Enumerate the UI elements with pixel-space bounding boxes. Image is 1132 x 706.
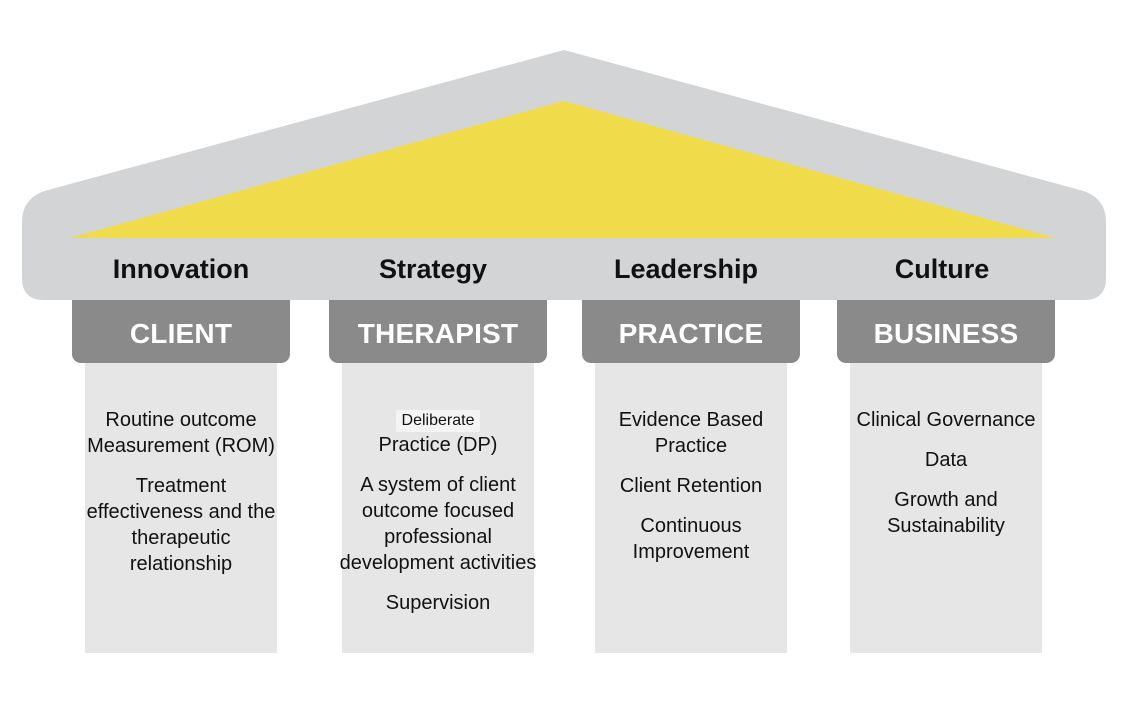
pillar-client-item: Routine outcome Measurement (ROM) — [87, 409, 275, 457]
pillar-business-item: Clinical Governance — [856, 409, 1036, 431]
beam-label-strategy: Strategy — [378, 254, 488, 284]
pillar-practice-content: Evidence Based Practice Client Retention… — [591, 407, 791, 579]
pillar-therapist-header: THERAPIST — [329, 300, 547, 363]
pillar-therapist-item: A system of client outcome focused profe… — [339, 474, 537, 574]
pillar-business-header: BUSINESS — [837, 300, 1055, 363]
pillar-client-content: Routine outcome Measurement (ROM) Treatm… — [81, 407, 281, 591]
pillar-therapist-item: Supervision — [385, 592, 491, 614]
beam-label-culture: Culture — [894, 254, 990, 284]
pillar-business-item: Data — [924, 449, 968, 471]
beam-label-innovation: Innovation — [112, 254, 250, 284]
pillar-therapist-small-label: Deliberate — [395, 410, 481, 432]
pillar-therapist-item: Practice (DP) — [378, 434, 498, 456]
pillar-therapist-content: Deliberate Practice (DP) A system of cli… — [338, 407, 538, 630]
pillar-practice-header: PRACTICE — [582, 300, 800, 363]
beam-label-leadership: Leadership — [613, 254, 759, 284]
pillar-business-shaft — [850, 363, 1042, 653]
pillar-business-item: Growth and Sustainability — [887, 489, 1005, 537]
roof-inner-triangle — [70, 101, 1055, 238]
pillar-therapist-small-label-row: Deliberate — [338, 407, 538, 432]
pillar-client-header: CLIENT — [72, 300, 290, 363]
pillar-business-content: Clinical Governance Data Growth and Sust… — [846, 407, 1046, 553]
pillar-practice-item: Evidence Based Practice — [618, 409, 764, 457]
pillar-practice-item: Client Retention — [619, 475, 763, 497]
pillar-client-item: Treatment effectiveness and the therapeu… — [86, 475, 276, 575]
pillar-practice-shaft — [595, 363, 787, 653]
pillar-client-shaft — [85, 363, 277, 653]
roof — [22, 50, 1106, 300]
pillar-practice-item: Continuous Improvement — [632, 515, 750, 563]
